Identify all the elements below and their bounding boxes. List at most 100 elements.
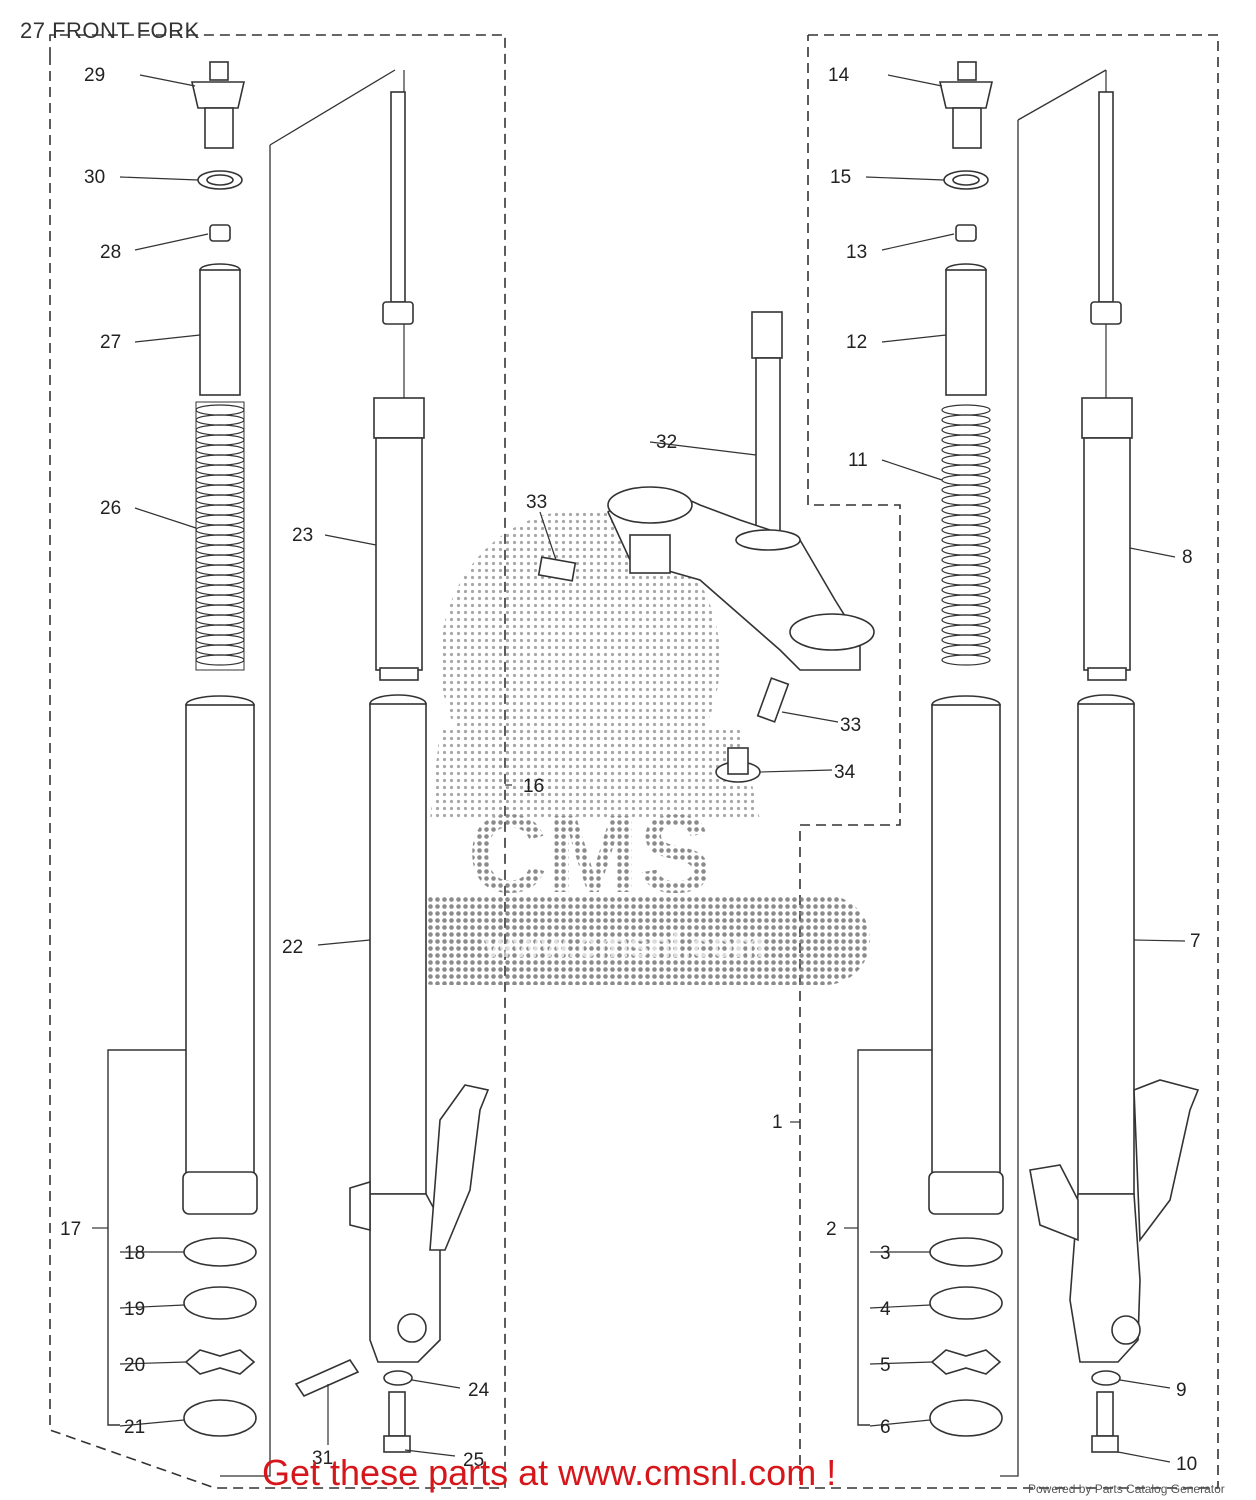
label-32: 32	[656, 432, 677, 453]
label-4: 4	[880, 1299, 891, 1320]
spring-coil	[195, 614, 245, 626]
spring-coil	[941, 474, 991, 486]
label-14: 14	[828, 65, 850, 86]
spring-coil	[941, 464, 991, 476]
spring-coil	[941, 454, 991, 466]
left-outer-tube-group	[182, 61, 258, 1437]
right-spring-coils: (function(){ var g=document.currentScrip…	[941, 404, 991, 666]
label-33a: 33	[526, 492, 547, 513]
left-spring-coils: (function(){ var g=document.currentScrip…	[195, 404, 245, 666]
spring-coil	[941, 654, 991, 666]
spring-coil	[195, 434, 245, 446]
spring-coil	[195, 484, 245, 496]
spring-coil	[941, 424, 991, 436]
get-parts-link[interactable]: Get these parts at www.cmsnl.com !	[262, 1452, 837, 1493]
label-13: 13	[846, 242, 867, 263]
spring-coil	[195, 494, 245, 506]
right-inner-tube-group	[1029, 70, 1200, 1453]
label-11: 11	[848, 450, 868, 471]
label-8: 8	[1182, 547, 1193, 568]
right-bracket-2	[857, 1049, 932, 1426]
spring-coil	[195, 504, 245, 516]
spring-coil	[941, 524, 991, 536]
cms-watermark: CMS www.cmsnl.com	[390, 510, 870, 985]
spring-coil	[941, 514, 991, 526]
label-5: 5	[880, 1355, 891, 1376]
spring-coil	[941, 484, 991, 496]
spring-coil	[941, 544, 991, 556]
spring-coil	[941, 444, 991, 456]
label-20: 20	[124, 1355, 145, 1376]
spring-coil	[941, 494, 991, 506]
spring-coil	[195, 634, 245, 646]
label-28: 28	[100, 242, 121, 263]
label-29: 29	[84, 65, 105, 86]
spring-coil	[195, 524, 245, 536]
label-21: 21	[124, 1417, 145, 1438]
spring-coil	[195, 454, 245, 466]
spring-coil	[195, 464, 245, 476]
label-16: 16	[523, 776, 544, 797]
spring-coil	[941, 434, 991, 446]
spring-coil	[195, 564, 245, 576]
spring-coil	[195, 624, 245, 636]
spring-coil	[941, 594, 991, 606]
spring-coil	[195, 544, 245, 556]
spring-coil	[941, 624, 991, 636]
label-9: 9	[1176, 1380, 1187, 1401]
spring-coil	[941, 584, 991, 596]
left-bracket-17	[107, 1049, 186, 1426]
label-31: 31	[312, 1448, 333, 1469]
spring-coil	[941, 614, 991, 626]
left-spring	[195, 401, 245, 671]
part-labels: 29 30 28 27 26 23 22 17 18 19 20 21 24 2…	[60, 65, 1201, 1475]
spring-coil	[195, 514, 245, 526]
spring-coil	[941, 574, 991, 586]
label-1: 1	[772, 1112, 783, 1133]
label-19: 19	[124, 1299, 145, 1320]
spring-coil	[941, 404, 991, 416]
label-18: 18	[124, 1243, 145, 1264]
spring-coil	[195, 444, 245, 456]
spring-coil	[941, 554, 991, 566]
spring-coil	[195, 404, 245, 416]
label-3: 3	[880, 1243, 891, 1264]
spring-coil	[195, 644, 245, 656]
label-2: 2	[826, 1219, 837, 1240]
label-10: 10	[1176, 1454, 1197, 1475]
right-outer-tube-group	[928, 61, 1004, 1437]
spring-coil	[195, 534, 245, 546]
steering-bracket-group	[537, 311, 875, 783]
label-30: 30	[84, 167, 105, 188]
label-7: 7	[1190, 931, 1201, 952]
spring-coil	[195, 554, 245, 566]
spring-coil	[941, 644, 991, 656]
spring-coil	[941, 564, 991, 576]
label-17: 17	[60, 1219, 81, 1240]
label-25: 25	[463, 1450, 484, 1471]
watermark-logo-text: CMS	[468, 793, 712, 916]
spring-coil	[195, 474, 245, 486]
leader-lines	[92, 74, 1186, 1463]
spring-coil	[195, 584, 245, 596]
left-inner-tube-group	[294, 70, 490, 1453]
label-27: 27	[100, 332, 121, 353]
spring-coil	[941, 534, 991, 546]
watermark-url-text: www.cmsnl.com	[484, 924, 766, 965]
spring-coil	[195, 414, 245, 426]
label-12: 12	[846, 332, 867, 353]
spring-coil	[195, 424, 245, 436]
spring-coil	[941, 634, 991, 646]
label-23: 23	[292, 525, 313, 546]
label-24: 24	[468, 1380, 490, 1401]
spring-coil	[195, 654, 245, 666]
label-22: 22	[282, 937, 303, 958]
spring-coil	[941, 604, 991, 616]
label-15: 15	[830, 167, 851, 188]
label-34: 34	[834, 762, 856, 783]
spring-coil	[195, 574, 245, 586]
label-6: 6	[880, 1417, 891, 1438]
assembly-lines	[220, 69, 1107, 1477]
spring-coil	[941, 414, 991, 426]
